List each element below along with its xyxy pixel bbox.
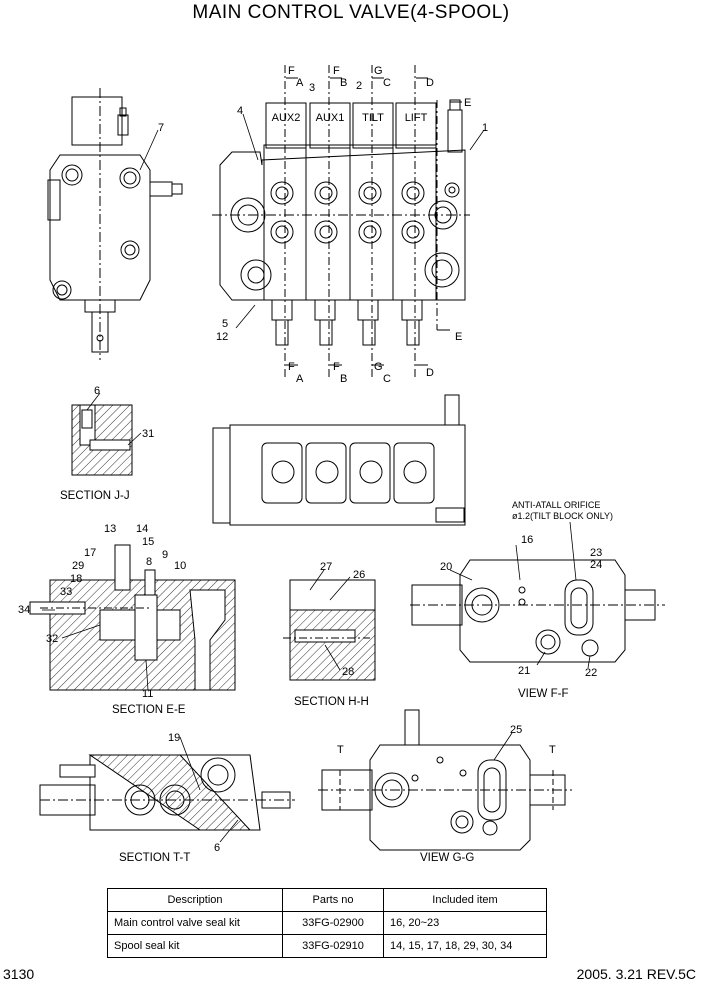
section-hh (283, 579, 376, 681)
section-ee-title: SECTION E-E (112, 704, 186, 716)
callout-24: 24 (590, 559, 602, 571)
cut-f2-top: F (333, 65, 340, 77)
cut-t-right: T (549, 744, 556, 756)
view-gg-title: VIEW G-G (420, 852, 474, 864)
callout-15: 15 (142, 536, 154, 548)
table-row: Main control valve seal kit 33FG-02900 1… (107, 911, 547, 935)
callout-23: 23 (590, 547, 602, 559)
view-ff-title: VIEW F-F (518, 688, 568, 700)
cell-part-no: 33FG-02900 (282, 911, 384, 935)
callout-20: 20 (440, 561, 452, 573)
callout-18: 18 (70, 573, 82, 585)
callout-2: 2 (356, 80, 362, 92)
callout-6: 6 (94, 385, 100, 397)
spool-label-lift: LIFT (405, 112, 428, 124)
callout-8: 8 (146, 556, 152, 568)
callout-19: 19 (168, 732, 180, 744)
orifice-note-line1: ANTI-ATALL ORIFICE (512, 500, 600, 510)
cut-b-bottom: B (340, 373, 347, 385)
callout-13: 13 (104, 523, 116, 535)
callout-22: 22 (585, 667, 597, 679)
parts-table-header: Description Parts no Included item (107, 888, 547, 912)
callout-3: 3 (309, 82, 315, 94)
callout-12: 12 (216, 331, 228, 343)
leader-lines (42, 113, 591, 843)
cut-g-bottom: G (374, 361, 383, 373)
callout-7: 7 (158, 122, 164, 134)
callout-numbers: 1 2 3 4 5 12 7 6 31 13 14 15 17 29 9 8 1… (18, 80, 602, 854)
cut-c-top: C (383, 77, 391, 89)
section-hh-title: SECTION H-H (294, 696, 369, 708)
cell-items: 16, 20~23 (383, 911, 547, 935)
spool-label-tilt: TILT (362, 112, 384, 124)
cut-f2-bottom: F (333, 361, 340, 373)
callout-6b: 6 (214, 842, 220, 854)
view-ff (410, 559, 665, 663)
callout-5: 5 (222, 318, 228, 330)
parts-table: Description Parts no Included item Main … (107, 888, 547, 958)
cell-description: Spool seal kit (107, 934, 283, 958)
section-jj (71, 404, 133, 476)
cut-e-top: E (464, 97, 471, 109)
callout-34: 34 (18, 604, 30, 616)
cut-a-bottom: A (296, 373, 304, 385)
section-titles: SECTION J-J SECTION E-E SECTION H-H VIEW… (60, 490, 568, 864)
cut-mark-labels: F A F B G C D E E F A F B G C D T T (288, 65, 556, 756)
cell-part-no: 33FG-02910 (282, 934, 384, 958)
callout-26: 26 (353, 569, 365, 581)
callout-14: 14 (136, 523, 148, 535)
cut-c-bottom: C (383, 373, 391, 385)
cut-d-top: D (426, 77, 434, 89)
cut-t-left: T (337, 744, 344, 756)
cut-g-top: G (374, 65, 383, 77)
spool-label-aux1: AUX1 (316, 112, 345, 124)
orifice-note: ANTI-ATALL ORIFICE ø1.2(TILT BLOCK ONLY) (512, 500, 613, 521)
callout-29: 29 (72, 560, 84, 572)
callout-27: 27 (320, 561, 332, 573)
page-number: 3130 (3, 966, 35, 982)
callout-28: 28 (342, 666, 354, 678)
front-view (212, 65, 470, 380)
cell-items: 14, 15, 17, 18, 29, 30, 34 (383, 934, 547, 958)
header-description: Description (107, 888, 283, 912)
header-parts-no: Parts no (282, 888, 384, 912)
date-revision: 2005. 3.21 REV.5C (576, 966, 696, 982)
section-tt-title: SECTION T-T (119, 852, 190, 864)
cut-f-top: F (288, 65, 295, 77)
callout-1: 1 (482, 122, 488, 134)
spool-label-aux2: AUX2 (272, 112, 301, 124)
cut-e-bottom: E (455, 331, 462, 343)
section-jj-title: SECTION J-J (60, 490, 130, 502)
section-ee (29, 544, 236, 691)
cell-description: Main control valve seal kit (107, 911, 283, 935)
callout-4: 4 (237, 105, 243, 117)
cut-a-top: A (296, 77, 304, 89)
callout-11: 11 (142, 688, 153, 700)
cut-f-bottom: F (288, 361, 295, 373)
callout-25: 25 (510, 724, 522, 736)
page-title: MAIN CONTROL VALVE(4-SPOOL) (192, 2, 510, 23)
section-tt (39, 754, 295, 831)
spool-labels: AUX2 AUX1 TILT LIFT (272, 112, 428, 124)
callout-31: 31 (142, 428, 154, 440)
callout-17: 17 (84, 547, 96, 559)
callout-16: 16 (521, 534, 533, 546)
orifice-note-line2: ø1.2(TILT BLOCK ONLY) (512, 511, 613, 521)
callout-10: 10 (174, 560, 186, 572)
callout-33: 33 (60, 586, 72, 598)
side-view (47, 88, 183, 360)
callout-32: 32 (46, 633, 58, 645)
view-gg (318, 709, 572, 851)
header-included-item: Included item (383, 888, 547, 912)
table-row: Spool seal kit 33FG-02910 14, 15, 17, 18… (107, 934, 547, 958)
cut-d-bottom: D (426, 367, 434, 379)
callout-9: 9 (162, 549, 168, 561)
bottom-view (212, 394, 466, 526)
cut-b-top: B (340, 77, 347, 89)
callout-21: 21 (518, 665, 530, 677)
